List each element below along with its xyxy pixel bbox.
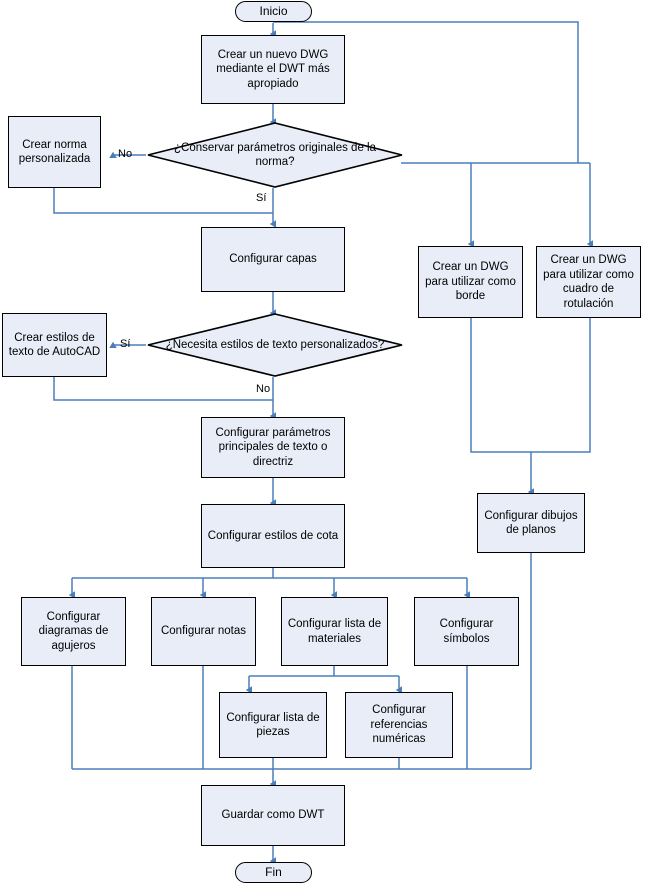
node-config-lista-materiales[interactable]: Configurar lista de materiales bbox=[281, 597, 388, 666]
node-config-diagramas[interactable]: Configurar diagramas de agujeros bbox=[21, 597, 126, 666]
node-config-simbolos-label: Configurar símbolos bbox=[439, 618, 494, 645]
edge-crear-estilos-return bbox=[53, 377, 273, 401]
node-end[interactable]: Fin bbox=[235, 862, 312, 883]
node-create-dwg-label: Crear un nuevo DWG mediante el DWT más a… bbox=[216, 48, 330, 90]
node-crear-norma-label: Crear norma personalizada bbox=[18, 138, 91, 166]
node-guardar[interactable]: Guardar como DWT bbox=[201, 785, 345, 846]
edge-dwg-merge bbox=[470, 318, 591, 453]
node-configurar-capas-label: Configurar capas bbox=[229, 253, 317, 266]
node-dwg-rotulacion-label: Crear un DWG para utilizar como cuadro d… bbox=[543, 254, 634, 310]
node-config-lista-materiales-label: Configurar lista de materiales bbox=[287, 618, 382, 645]
node-decision-estilos-label: ¿Necesita estilos de texto personalizado… bbox=[165, 338, 385, 351]
edge-crear-norma-return bbox=[53, 188, 273, 214]
node-config-dibujos-label: Configurar dibujos de planos bbox=[484, 509, 578, 537]
node-config-refs-numericas[interactable]: Configurar referencias numéricas bbox=[345, 692, 453, 758]
node-config-estilos-cota-label: Configurar estilos de cota bbox=[207, 529, 339, 542]
node-start-label: Inicio bbox=[259, 4, 288, 19]
diamond-shape bbox=[147, 313, 403, 377]
node-config-notas-label: Configurar notas bbox=[160, 625, 247, 638]
node-decision-norma[interactable]: ¿Conservar parámetros originales de la n… bbox=[147, 122, 403, 188]
edge-label-no-norma: No bbox=[118, 148, 133, 160]
node-create-dwg[interactable]: Crear un nuevo DWG mediante el DWT más a… bbox=[201, 35, 345, 104]
node-config-refs-numericas-label: Configurar referencias numéricas bbox=[370, 704, 428, 746]
node-dwg-rotulacion[interactable]: Crear un DWG para utilizar como cuadro d… bbox=[536, 246, 641, 318]
node-dwg-borde[interactable]: Crear un DWG para utilizar como borde bbox=[418, 246, 523, 318]
node-crear-estilos[interactable]: Crear estilos de texto de AutoCAD bbox=[2, 313, 107, 377]
node-crear-norma[interactable]: Crear norma personalizada bbox=[8, 116, 101, 188]
node-start[interactable]: Inicio bbox=[235, 1, 312, 22]
node-dwg-borde-label: Crear un DWG para utilizar como borde bbox=[425, 261, 516, 303]
edge-label-si-estilos: Sí bbox=[120, 338, 131, 350]
node-config-estilos-cota[interactable]: Configurar estilos de cota bbox=[201, 504, 345, 568]
node-end-label: Fin bbox=[265, 865, 282, 880]
node-config-simbolos[interactable]: Configurar símbolos bbox=[414, 597, 519, 666]
node-config-lista-piezas[interactable]: Configurar lista de piezas bbox=[219, 692, 327, 758]
node-config-lista-piezas-label: Configurar lista de piezas bbox=[226, 711, 320, 739]
node-decision-estilos[interactable]: ¿Necesita estilos de texto personalizado… bbox=[147, 313, 403, 377]
node-guardar-label: Guardar como DWT bbox=[221, 809, 325, 822]
node-config-dibujos[interactable]: Configurar dibujos de planos bbox=[477, 493, 585, 553]
node-config-param-texto-label: Configurar parámetros principales de tex… bbox=[215, 426, 331, 468]
edge-label-si-norma: Sí bbox=[256, 192, 267, 204]
node-crear-estilos-label: Crear estilos de texto de AutoCAD bbox=[8, 331, 101, 359]
node-configurar-capas[interactable]: Configurar capas bbox=[201, 227, 345, 292]
node-config-diagramas-label: Configurar diagramas de agujeros bbox=[38, 610, 109, 652]
node-decision-norma-label: ¿Conservar parámetros originales de la n… bbox=[174, 141, 376, 169]
node-config-notas[interactable]: Configurar notas bbox=[151, 597, 256, 666]
edge-label-no-estilos: No bbox=[256, 383, 271, 395]
node-config-param-texto[interactable]: Configurar parámetros principales de tex… bbox=[201, 417, 345, 478]
